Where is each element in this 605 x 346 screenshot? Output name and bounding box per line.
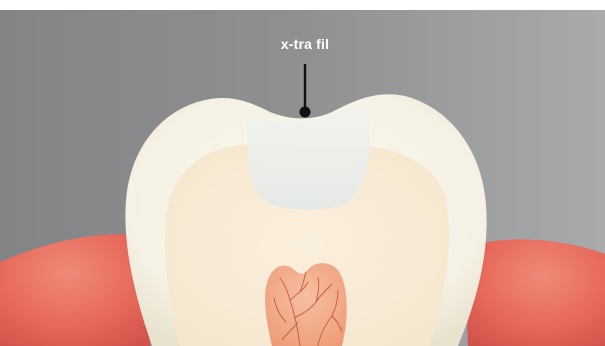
callout-label: x-tra fil xyxy=(230,36,380,52)
top-white-border xyxy=(0,0,605,10)
filling xyxy=(246,108,370,209)
callout-dot xyxy=(300,107,311,118)
right-gum xyxy=(467,239,605,346)
tooth-pulp xyxy=(265,263,347,346)
